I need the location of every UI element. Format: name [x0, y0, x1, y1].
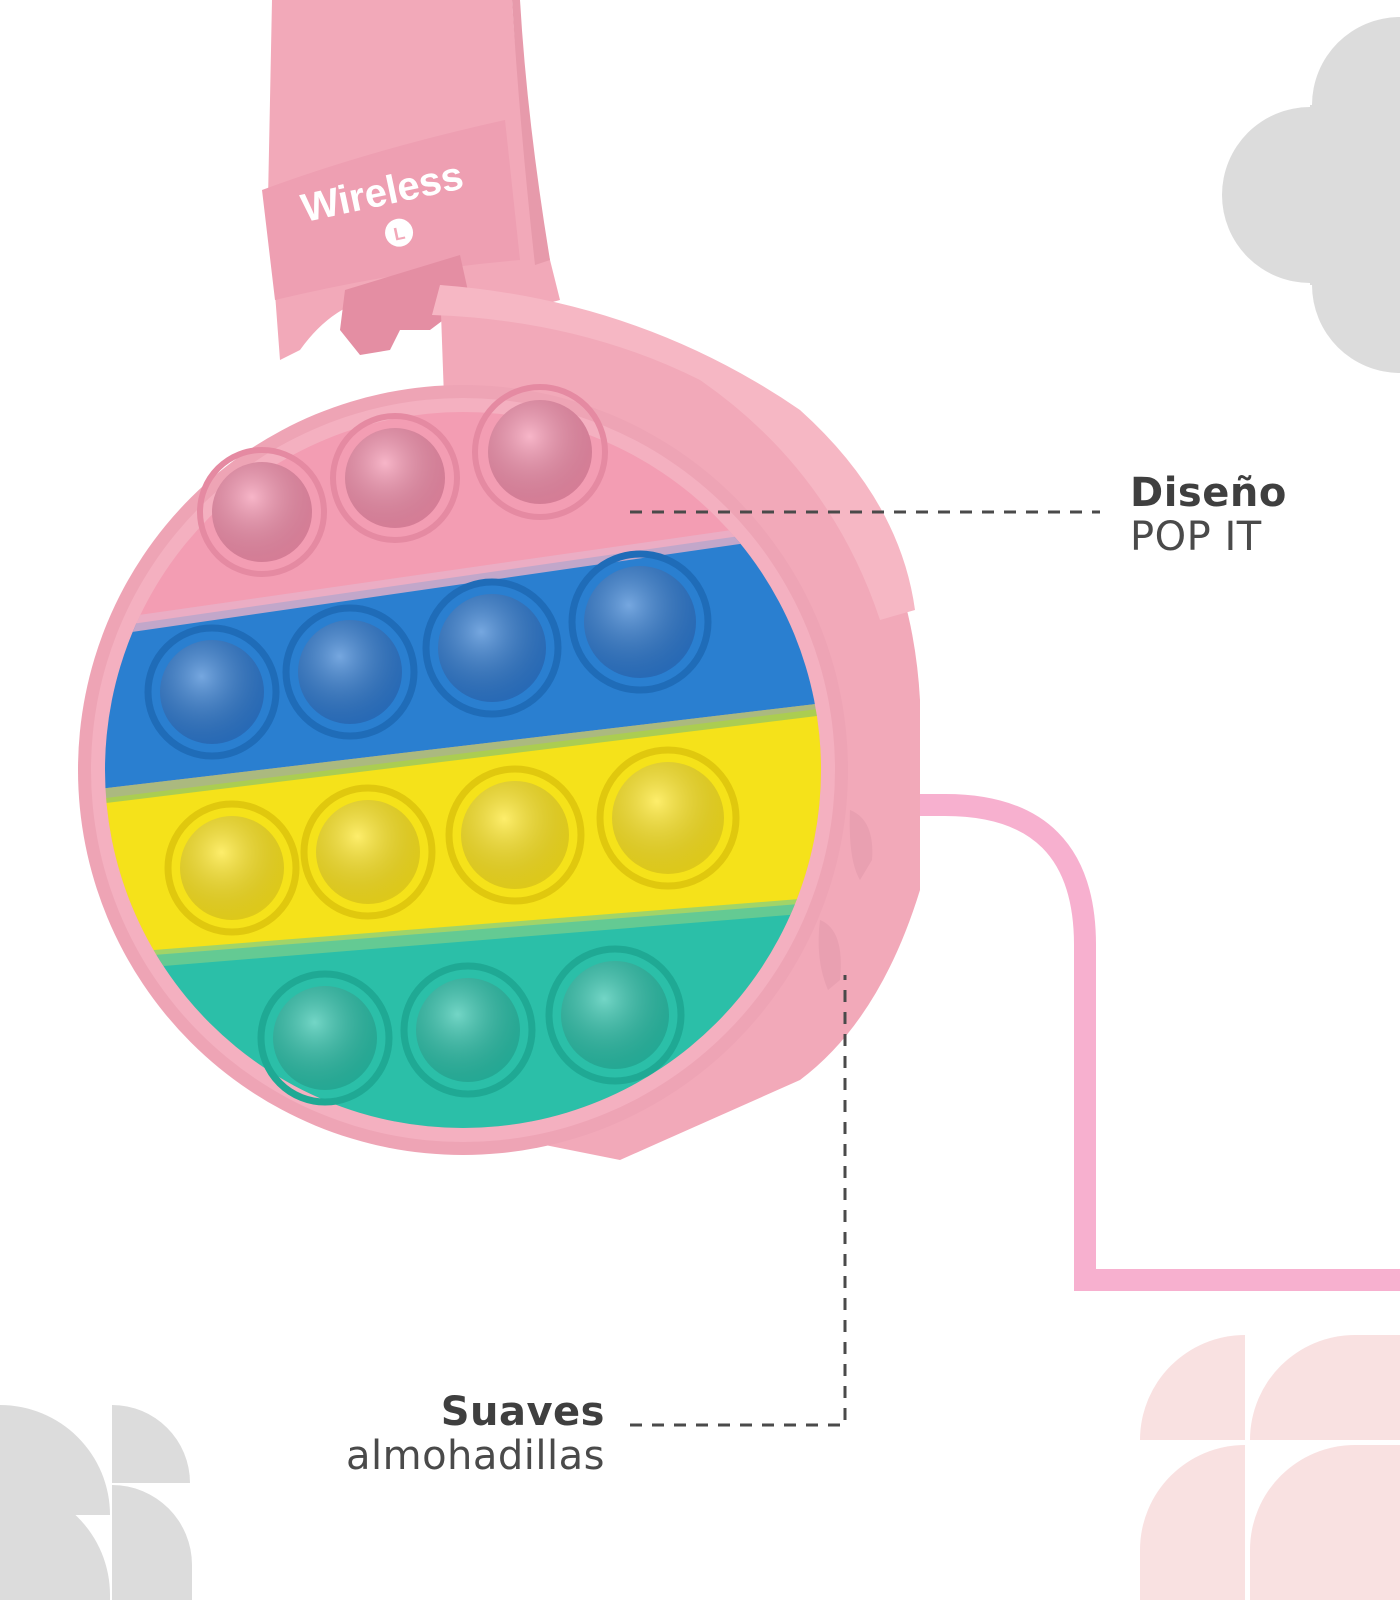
- feature-label-diseno: Diseño POP IT: [1130, 473, 1287, 557]
- feature-subtitle: almohadillas: [345, 1433, 605, 1479]
- feature-title: Suaves: [440, 1389, 605, 1435]
- yellow-bubble-row: [164, 746, 740, 936]
- blue-bubble-row: [144, 550, 712, 760]
- leader-line-suaves: [630, 975, 847, 1427]
- pink-bubble-row: [197, 384, 608, 577]
- feature-label-suaves: Suaves almohadillas: [346, 1392, 605, 1476]
- pop-bubbles: [144, 384, 740, 1106]
- pink-quarters-decoration: [1140, 1335, 1400, 1600]
- feature-subtitle: POP IT: [1130, 514, 1262, 560]
- gray-flower-decoration: [1222, 17, 1400, 373]
- side-marker-text: L: [392, 223, 407, 245]
- pink-accent-line: [920, 794, 1400, 1291]
- gray-quarters-decoration: [0, 1405, 192, 1600]
- side-marker-badge: [385, 218, 414, 247]
- headband: [262, 0, 560, 360]
- teal-bubble-row: [257, 945, 685, 1106]
- feature-title: Diseño: [1130, 470, 1287, 516]
- side-buttons: [818, 810, 873, 990]
